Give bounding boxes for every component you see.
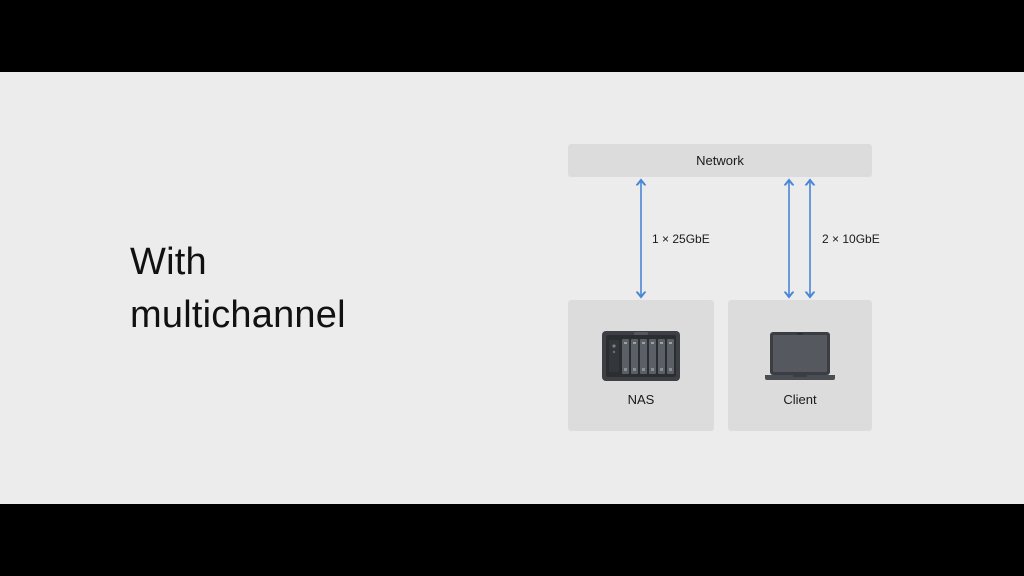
network-label: Network xyxy=(696,153,744,168)
client-label: Client xyxy=(783,392,817,407)
heading-line-1: With xyxy=(130,241,207,283)
nas-label: NAS xyxy=(627,392,655,407)
letterbox-top xyxy=(0,0,1024,72)
slide-heading: With multichannel xyxy=(130,236,346,342)
client-link-label: 2 × 10GbE xyxy=(822,232,880,246)
slide: With multichannel Network xyxy=(0,72,1024,504)
letterbox-bottom xyxy=(0,504,1024,576)
network-diagram: Network xyxy=(0,72,1024,504)
nas-box: NAS xyxy=(568,300,714,431)
link-arrows xyxy=(0,72,1024,504)
heading-line-2: multichannel xyxy=(130,294,346,336)
nas-device-icon xyxy=(602,331,680,381)
client-box: Client xyxy=(728,300,872,431)
nas-link-label: 1 × 25GbE xyxy=(652,232,710,246)
laptop-icon xyxy=(765,332,835,380)
network-box: Network xyxy=(568,144,872,177)
